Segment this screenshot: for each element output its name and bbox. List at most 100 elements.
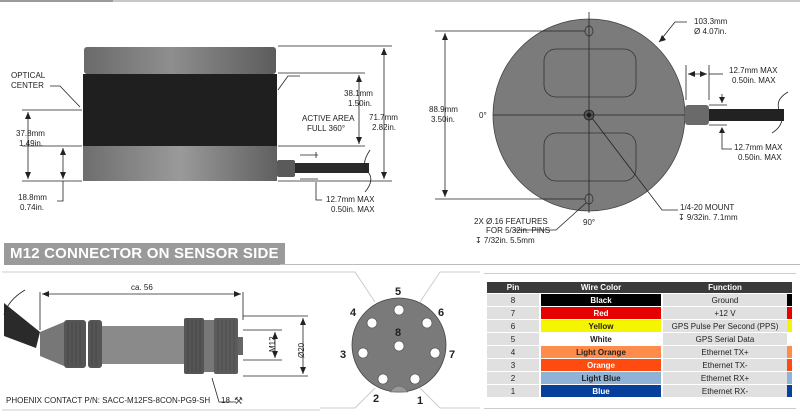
pin-hole-1 [409, 373, 421, 385]
cell-gap [661, 294, 663, 306]
cell-gap [539, 320, 541, 332]
top-pad-lower [543, 132, 637, 182]
pin-cell: 3 [487, 359, 539, 371]
function-cell: GPS Pulse Per Second (PPS) [663, 320, 787, 332]
wrench-icon: ⚒ [234, 396, 243, 407]
cell-gap [661, 333, 663, 345]
pin-cell: 2 [487, 372, 539, 384]
connector-len-in: 0.50in. MAX [732, 76, 776, 85]
connector-cable-nose [40, 322, 64, 366]
mount-label: 1/4-20 MOUNT [680, 203, 734, 212]
pin-cell: 6 [487, 320, 539, 332]
function-cell: GPS Serial Data [663, 333, 787, 345]
optical-center-label-2: CENTER [11, 81, 44, 90]
function-cell: +12 V [663, 307, 787, 319]
top-pad-upper [543, 48, 637, 98]
wire-color-swatch [787, 307, 792, 319]
pin-number-3: 3 [340, 349, 346, 361]
connector-drawing: ca. 56 M12 Ø20 18 ⚒ PHOENIX CONTACT P/N:… [2, 271, 320, 411]
pin-spacing-in: 3.50in. [431, 115, 455, 124]
header-pin: Pin [487, 282, 539, 293]
pin-hole-4 [366, 317, 378, 329]
wire-color-cell: Light Blue [541, 372, 661, 384]
pin-table-header: Pin Wire Color Function [487, 282, 792, 293]
active-area-label: ACTIVE AREA [302, 114, 355, 123]
total-height-in: 2.82in. [372, 123, 396, 132]
connector-len-mm: 12.7mm MAX [729, 66, 778, 75]
wire-color-swatch [787, 372, 792, 384]
cable-gland [277, 160, 295, 177]
wire-color-swatch [787, 294, 792, 306]
pin-spacing-mm: 88.9mm [429, 105, 458, 114]
wire-color-cell: Red [541, 307, 661, 319]
knurl-ring-2 [88, 320, 102, 368]
sensor-top-cap [84, 47, 276, 74]
optical-height-mm: 37.8mm [16, 129, 45, 138]
wire-color-cell: Black [541, 294, 661, 306]
cable-max-in: 0.50in. MAX [331, 205, 375, 214]
top-view-drawing: 103.3mm Ø 4.07in. 88.9mm 3.50in. 0° 90° … [429, 12, 789, 245]
total-height-mm: 71.7mm [369, 113, 398, 122]
wire-color-swatch [787, 320, 792, 332]
section-title-rule [280, 264, 800, 265]
part-number: PHOENIX CONTACT P/N: SACC-M12FS-8CON-PG9… [6, 396, 210, 405]
wire-color-swatch [787, 333, 792, 345]
top-cable [709, 109, 784, 121]
top-divider [0, 0, 800, 2]
key-notch [389, 385, 409, 393]
wire-color-swatch [787, 359, 792, 371]
connector-cable [4, 303, 40, 348]
features-depth: ↧ 7/32in. 5.5mm [475, 236, 535, 245]
connector-body [102, 326, 184, 364]
function-cell: Ethernet RX- [663, 385, 787, 397]
coupling-nut-2 [204, 320, 214, 372]
pin-hole-5 [393, 304, 405, 316]
active-height-in: 1.50in. [348, 99, 372, 108]
section-title: M12 CONNECTOR ON SENSOR SIDE [4, 243, 285, 265]
cell-gap [539, 359, 541, 371]
pin-cell: 7 [487, 307, 539, 319]
thread-dim: M12 [268, 336, 277, 352]
connector-length: ca. 56 [131, 283, 153, 292]
function-cell: Ethernet RX+ [663, 372, 787, 384]
function-cell: Ethernet TX+ [663, 346, 787, 358]
pin-hole-7 [429, 347, 441, 359]
pin-hole-3 [357, 347, 369, 359]
diameter-mm: 103.3mm [694, 17, 728, 26]
active-height-mm: 38.1mm [344, 89, 373, 98]
cell-gap [539, 294, 541, 306]
cell-gap [539, 346, 541, 358]
header-wire-color: Wire Color [541, 282, 661, 293]
top-divider-accent [0, 0, 113, 2]
wire-color-cell: Light Orange [541, 346, 661, 358]
pin-cell: 8 [487, 294, 539, 306]
function-cell: Ground [663, 294, 787, 306]
pin-cell: 4 [487, 346, 539, 358]
mount-depth: ↧ 9/32in. 7.1mm [678, 213, 738, 222]
angle-0: 0° [479, 111, 487, 120]
wrench-size: 18 [221, 396, 230, 405]
pin-hole-8 [393, 340, 405, 352]
cell-gap [661, 372, 663, 384]
wire-color-cell: Orange [541, 359, 661, 371]
pinout-diagram: 1 2 3 4 5 6 7 8 [320, 271, 480, 409]
pin-cell: 1 [487, 385, 539, 397]
cell-gap [661, 385, 663, 397]
cable-max-mm: 12.7mm MAX [326, 195, 375, 204]
coupling-nut-1 [184, 318, 204, 374]
cell-gap [661, 320, 663, 332]
base-height-mm: 18.8mm [18, 193, 47, 202]
pin-number-4: 4 [350, 307, 357, 319]
pin-cell: 5 [487, 333, 539, 345]
side-view-drawing: OPTICAL CENTER 37.8mm 1.49in. 18.8mm 0.7… [11, 45, 398, 214]
base-height-in: 0.74in. [20, 203, 44, 212]
features-label: 2X Ø.16 FEATURES [474, 217, 548, 226]
header-function: Function [663, 282, 787, 293]
cable [295, 163, 369, 173]
